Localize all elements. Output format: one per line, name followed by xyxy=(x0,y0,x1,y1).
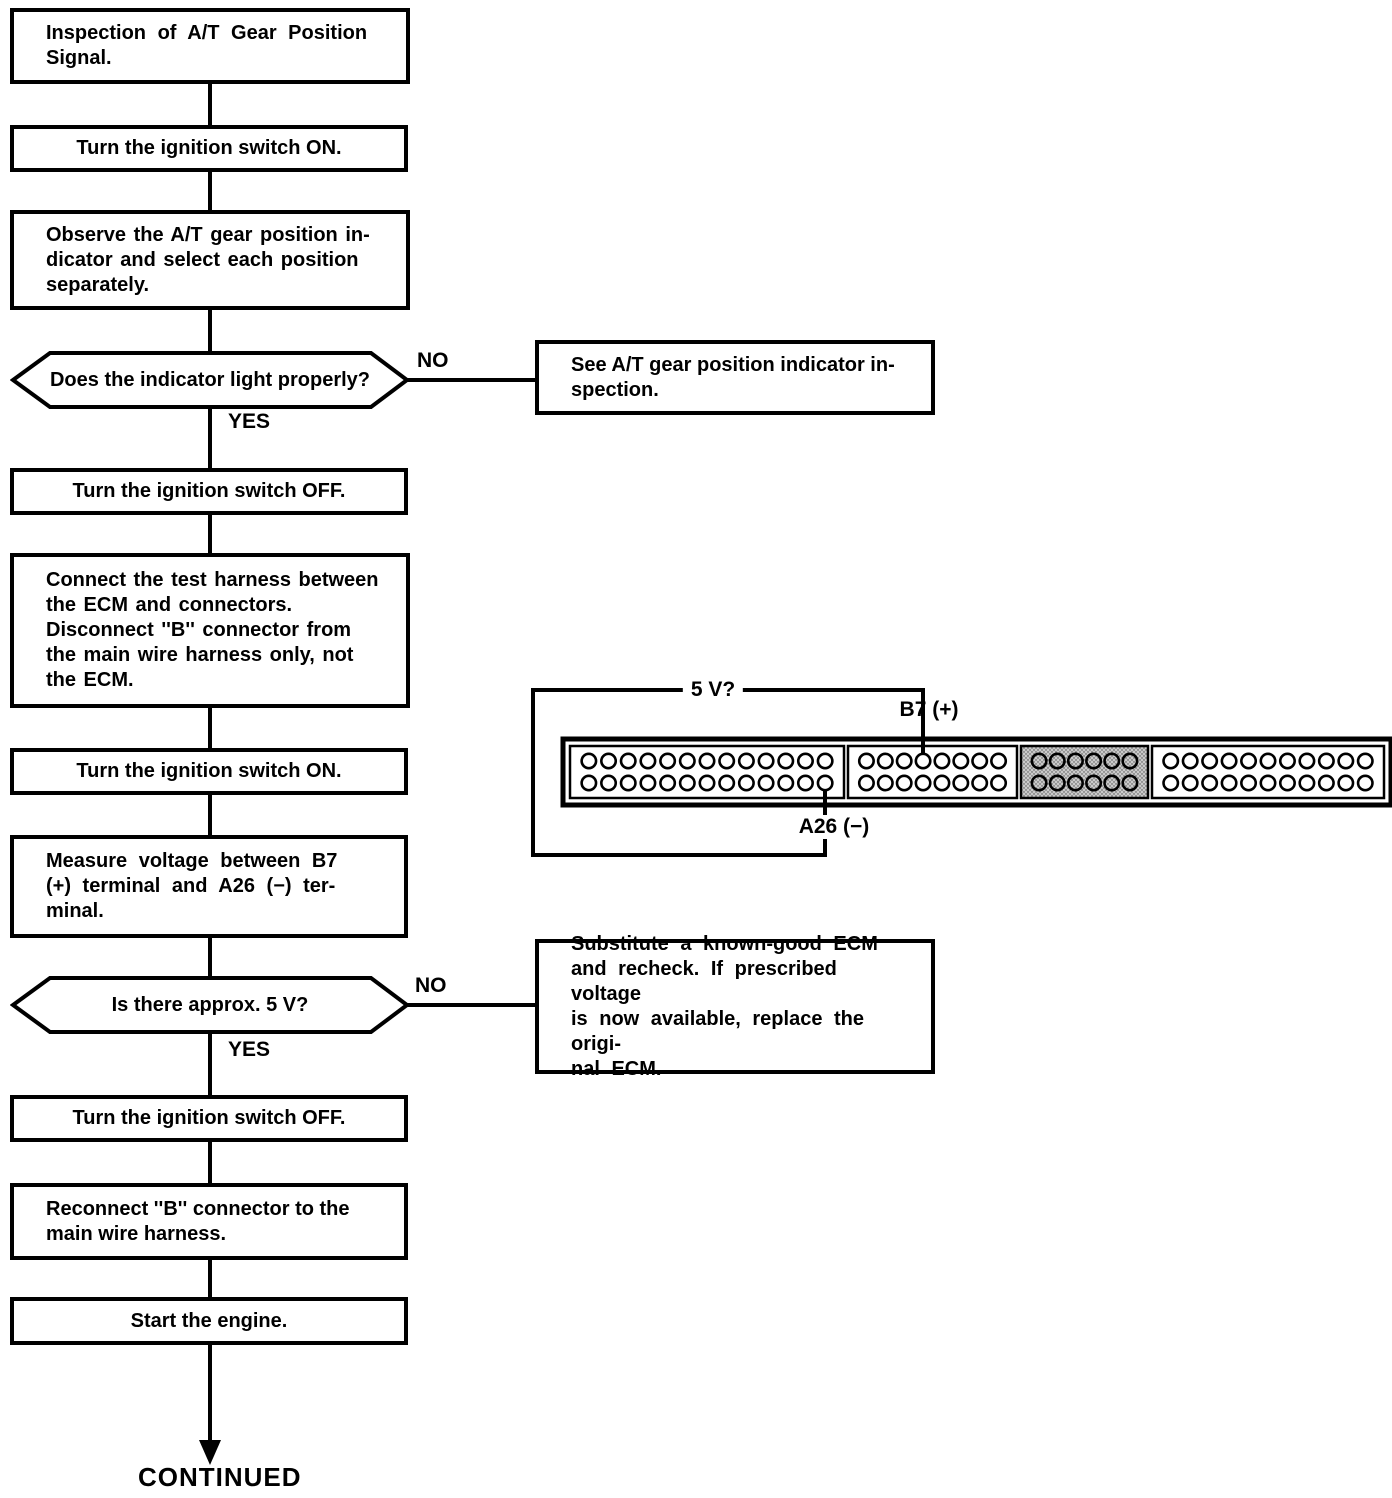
step-text: Turn the ignition switch OFF. xyxy=(72,480,346,502)
yes-label: YES xyxy=(228,410,271,433)
decision-indicator-light: Does the indicator light properly? xyxy=(10,350,410,410)
step-text: Turn the ignition switch OFF. xyxy=(72,1107,346,1129)
flow-line xyxy=(208,1033,212,1097)
flow-line xyxy=(208,1142,212,1185)
decision-text: Does the indicator light properly? xyxy=(49,368,371,391)
no-branch-line xyxy=(406,1003,537,1007)
step-ignition-off-1: Turn the ignition switch OFF. xyxy=(10,468,408,515)
flow-line xyxy=(208,310,212,352)
step-text: Reconnect ''B'' connector to the main wi… xyxy=(46,1197,350,1245)
step-title-box: Inspection of A/T Gear Position Signal. xyxy=(10,8,410,84)
step-title-text: Inspection of A/T Gear Position Signal. xyxy=(46,22,368,69)
decision-text: Is there approx. 5 V? xyxy=(111,993,309,1016)
flow-line xyxy=(208,793,212,837)
action-see-indicator-inspection: See A/T gear position indicator in- spec… xyxy=(535,340,935,415)
flow-line xyxy=(208,936,212,977)
b7-positive-terminal-label: B7 (+) xyxy=(899,698,959,721)
step-ignition-on-2: Turn the ignition switch ON. xyxy=(10,748,408,795)
hexagon-shape-icon xyxy=(10,351,410,409)
flow-line xyxy=(208,84,212,127)
decision-approx-5v: Is there approx. 5 V? xyxy=(10,975,410,1035)
step-text: Connect the test harness between the ECM… xyxy=(46,569,379,691)
yes-label: YES xyxy=(228,1038,271,1061)
flow-line xyxy=(208,1345,212,1442)
down-arrowhead-icon xyxy=(199,1440,221,1465)
step-text: Observe the A/T gear position in- dicato… xyxy=(46,223,370,296)
flow-line xyxy=(208,706,212,750)
step-connect-test-harness: Connect the test harness between the ECM… xyxy=(10,553,410,708)
connector-terminals-drawing xyxy=(531,688,1392,857)
a26-negative-terminal-label: A26 (−) xyxy=(790,815,878,839)
step-measure-voltage: Measure voltage between B7 (+) terminal … xyxy=(10,835,408,938)
step-text: Turn the ignition switch ON. xyxy=(76,137,342,159)
no-label: NO xyxy=(417,349,449,372)
flow-line xyxy=(208,408,212,470)
hexagon-shape-icon xyxy=(10,976,410,1034)
ecm-connector-diagram: 5 V? B7 (+) A26 (−) xyxy=(525,665,1392,870)
no-label: NO xyxy=(415,974,447,997)
continued-label: CONTINUED xyxy=(138,1462,302,1492)
flow-line xyxy=(208,1258,212,1299)
step-text: Start the engine. xyxy=(130,1309,288,1332)
no-branch-line xyxy=(406,378,537,382)
step-text: See A/T gear position indicator in- spec… xyxy=(571,353,895,401)
step-ignition-off-2: Turn the ignition switch OFF. xyxy=(10,1095,408,1142)
step-text: Turn the ignition switch ON. xyxy=(76,760,342,782)
step-text: Measure voltage between B7 (+) terminal … xyxy=(46,850,338,922)
step-reconnect-b-connector: Reconnect ''B'' connector to the main wi… xyxy=(10,1183,408,1260)
step-text: Substitute a known-good ECM and recheck.… xyxy=(571,932,878,1080)
flow-line xyxy=(208,172,212,212)
action-substitute-ecm: Substitute a known-good ECM and recheck.… xyxy=(535,933,935,1080)
step-observe-indicator: Observe the A/T gear position in- dicato… xyxy=(10,210,410,310)
flow-line xyxy=(208,515,212,555)
voltage-question-label: 5 V? xyxy=(682,678,744,702)
step-ignition-on-1: Turn the ignition switch ON. xyxy=(10,125,408,172)
step-start-engine: Start the engine. xyxy=(10,1297,408,1345)
